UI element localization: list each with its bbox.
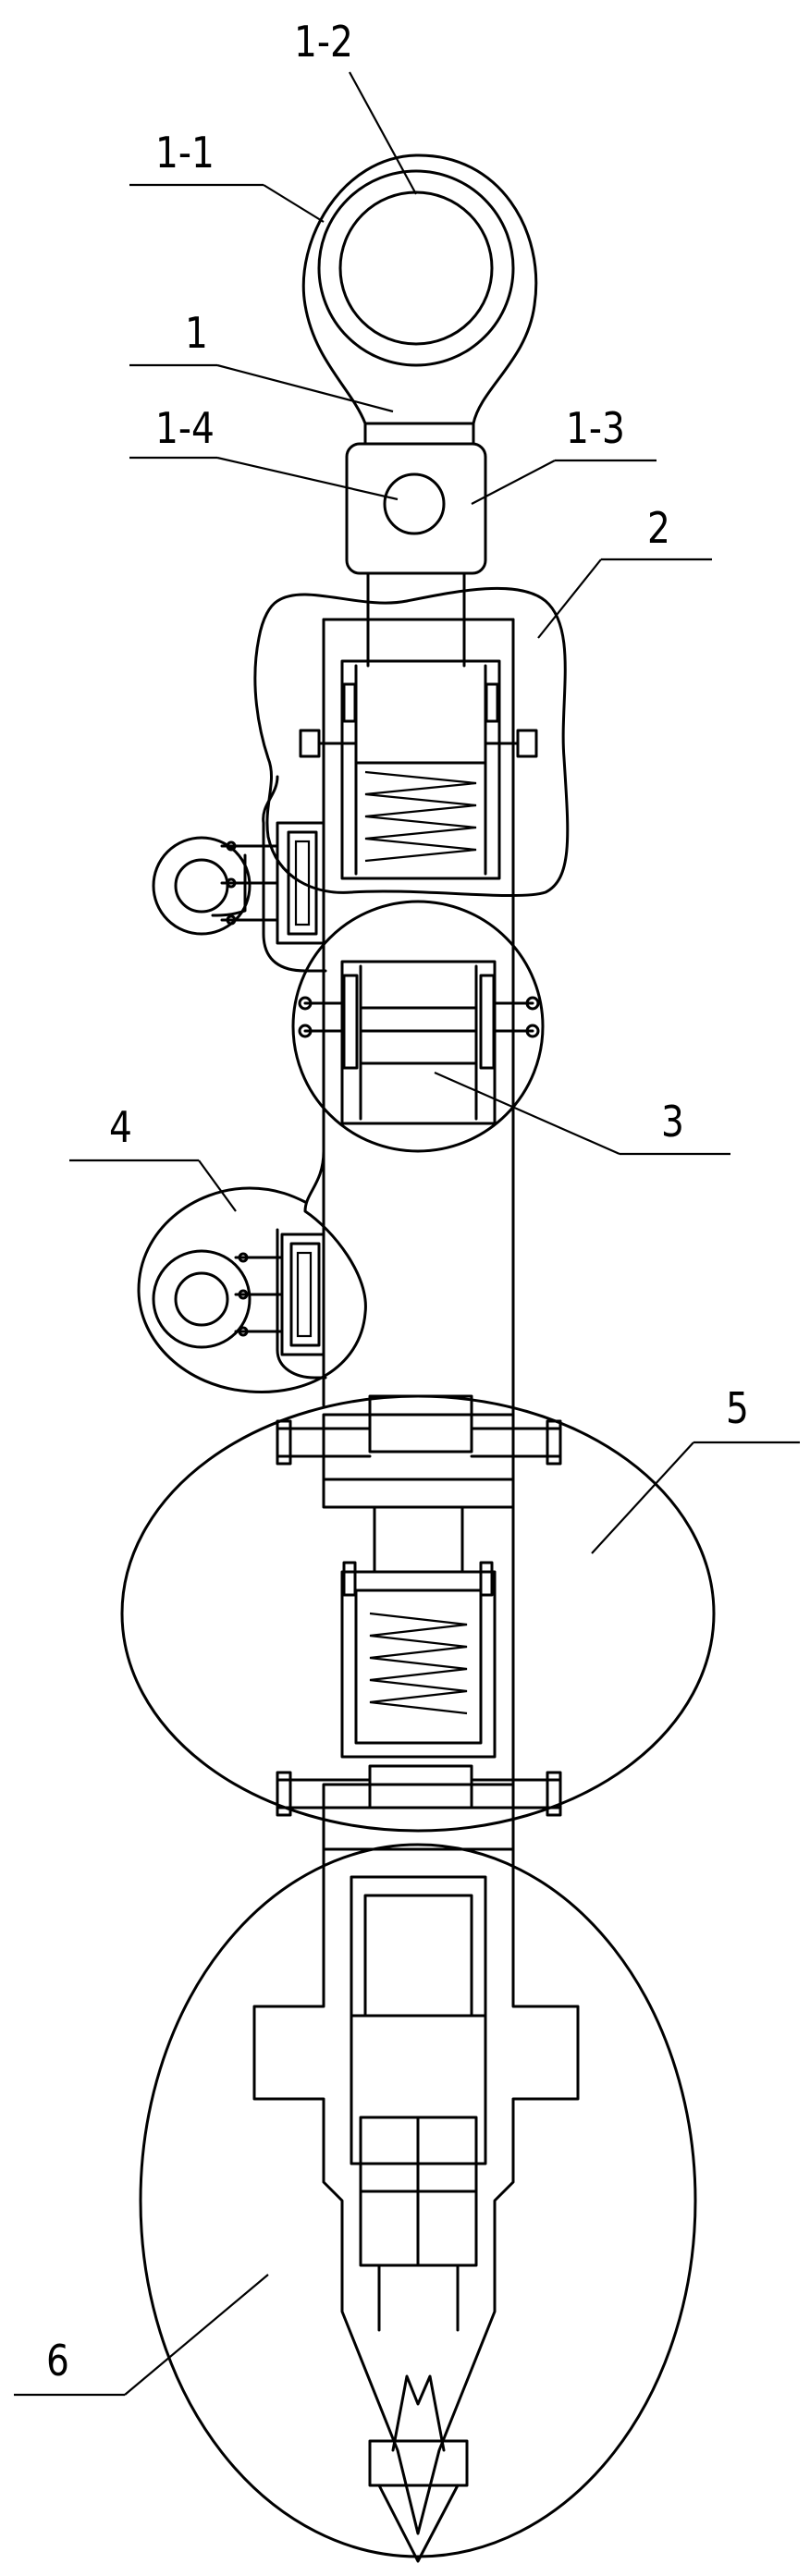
lower-spring-assembly	[120, 1394, 716, 1851]
lower-bolts-top	[276, 1419, 562, 1466]
middle-joint	[291, 900, 545, 1153]
label-4: 4	[109, 1102, 132, 1152]
label-3: 3	[661, 1097, 684, 1147]
label-2: 2	[647, 503, 670, 553]
upper-spring	[364, 770, 477, 863]
region-6-ellipse	[139, 1843, 697, 2558]
leader-lines	[14, 71, 800, 2397]
label-1-3: 1-3	[566, 403, 625, 453]
lifting-eye-ring-inner	[338, 190, 494, 346]
upper-side-lug	[152, 775, 327, 973]
lower-spring	[369, 1612, 468, 1715]
region-4-outline	[137, 1149, 367, 1394]
connector-pin	[383, 472, 446, 535]
drill-head	[139, 1843, 697, 2563]
region-2-outline	[253, 586, 570, 898]
label-1: 1	[185, 308, 208, 358]
upper-spring-chamber	[253, 586, 570, 898]
lifting-eye-outer	[301, 153, 538, 425]
label-6: 6	[46, 2336, 69, 2386]
label-5: 5	[726, 1383, 749, 1433]
upper-lug-eye	[152, 836, 252, 936]
drill-bit	[391, 2374, 446, 2452]
lifting-eye-ring-outer	[317, 169, 515, 367]
lower-side-lug	[137, 1149, 367, 1394]
label-1-4: 1-4	[155, 403, 215, 453]
connector-block	[345, 442, 487, 575]
lower-lug-eye	[152, 1249, 252, 1349]
label-1-2: 1-2	[294, 17, 353, 67]
label-1-1: 1-1	[155, 128, 215, 178]
region-3-circle	[291, 900, 545, 1153]
upper-bolts	[299, 682, 538, 758]
middle-bolts	[298, 996, 540, 1038]
lower-bolts-bottom	[276, 1771, 562, 1817]
